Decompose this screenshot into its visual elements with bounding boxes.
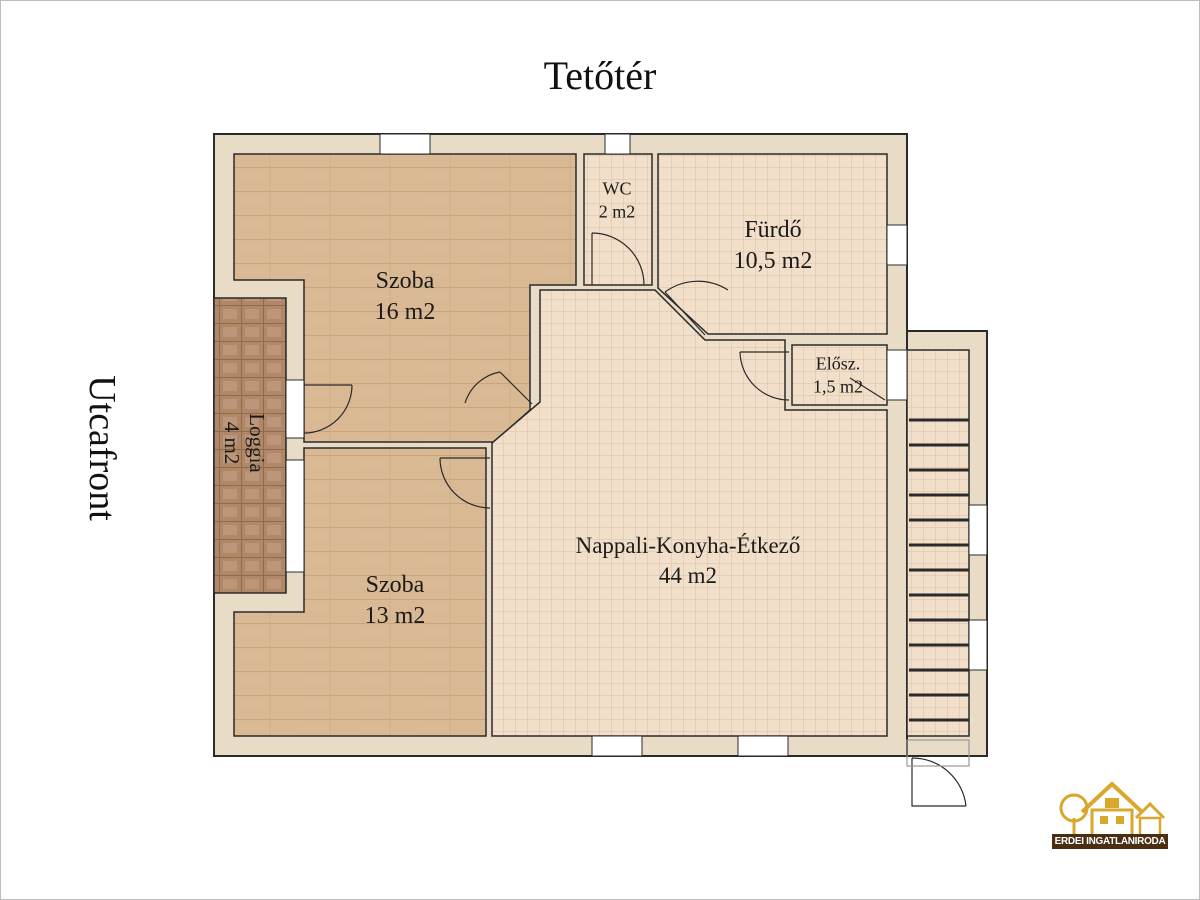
street-front-label: Utcafront <box>81 375 123 521</box>
page-title: Tetőtér <box>543 53 657 98</box>
stair-well <box>906 349 970 737</box>
room-area: 44 m2 <box>658 563 718 588</box>
label-nappali: Nappali-Konyha-Étkező 44 m2 <box>576 531 801 591</box>
room-nappali <box>491 289 888 737</box>
company-logo: ERDEI INGATLANIRODA <box>1052 778 1168 870</box>
label-eloszoba: Elősz. 1,5 m2 <box>813 353 863 400</box>
label-szoba-16: Szoba 16 m2 <box>375 266 436 328</box>
room-area: 16 m2 <box>374 299 436 325</box>
room-name: Fürdő <box>744 216 802 243</box>
room-name: Nappali-Konyha-Étkező <box>575 533 801 559</box>
room-eloszoba <box>791 344 888 406</box>
room-area: 10,5 m2 <box>733 248 813 274</box>
label-wc: WC 2 m2 <box>599 178 636 225</box>
logo-text: ERDEI INGATLANIRODA <box>1052 834 1168 849</box>
room-name: Elősz. <box>815 353 861 374</box>
room-szoba-13 <box>233 447 487 737</box>
house-logo-icon <box>1059 781 1166 838</box>
room-area: 4 m2 <box>220 421 244 465</box>
room-wc <box>583 153 653 286</box>
room-name: Loggia <box>245 413 270 473</box>
room-area: 1,5 m2 <box>812 377 864 397</box>
room-name: WC <box>602 178 632 199</box>
room-name: Szoba <box>375 267 435 294</box>
label-szoba-13: Szoba 13 m2 <box>365 570 426 632</box>
room-area: 2 m2 <box>598 202 636 222</box>
room-loggia <box>213 297 287 594</box>
doors <box>303 232 970 807</box>
stair-treads <box>909 418 969 722</box>
room-area: 13 m2 <box>364 603 426 629</box>
label-loggia: Loggia 4 m2 <box>219 413 269 472</box>
windows <box>285 133 988 757</box>
room-name: Szoba <box>365 571 425 598</box>
room-furdo <box>657 153 888 335</box>
label-furdo: Fürdő 10,5 m2 <box>734 215 813 277</box>
